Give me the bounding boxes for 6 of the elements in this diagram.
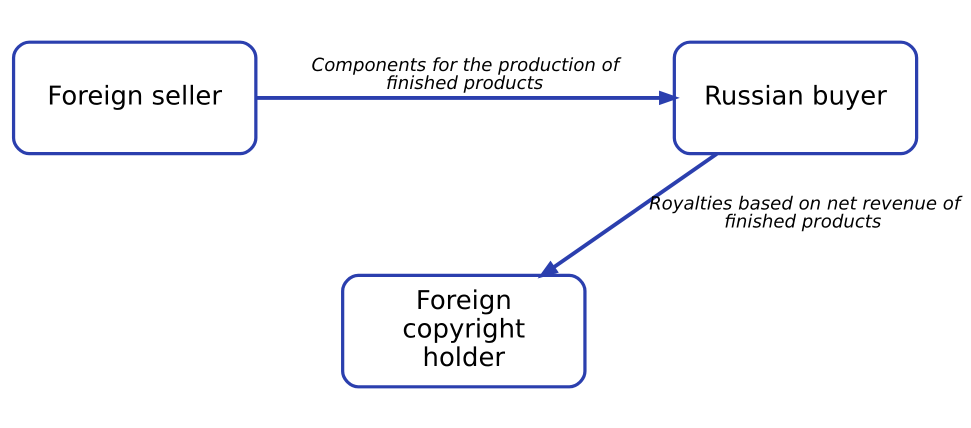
edge-label: Royalties based on net revenue of finished products [649, 193, 960, 232]
node-box: Foreign copyright holder [341, 273, 587, 388]
edge-label: Components for the production of finished products [312, 54, 620, 94]
node-box: Russian buyer [672, 40, 918, 155]
node-box: Foreign seller [12, 40, 258, 155]
arrow [256, 90, 680, 105]
